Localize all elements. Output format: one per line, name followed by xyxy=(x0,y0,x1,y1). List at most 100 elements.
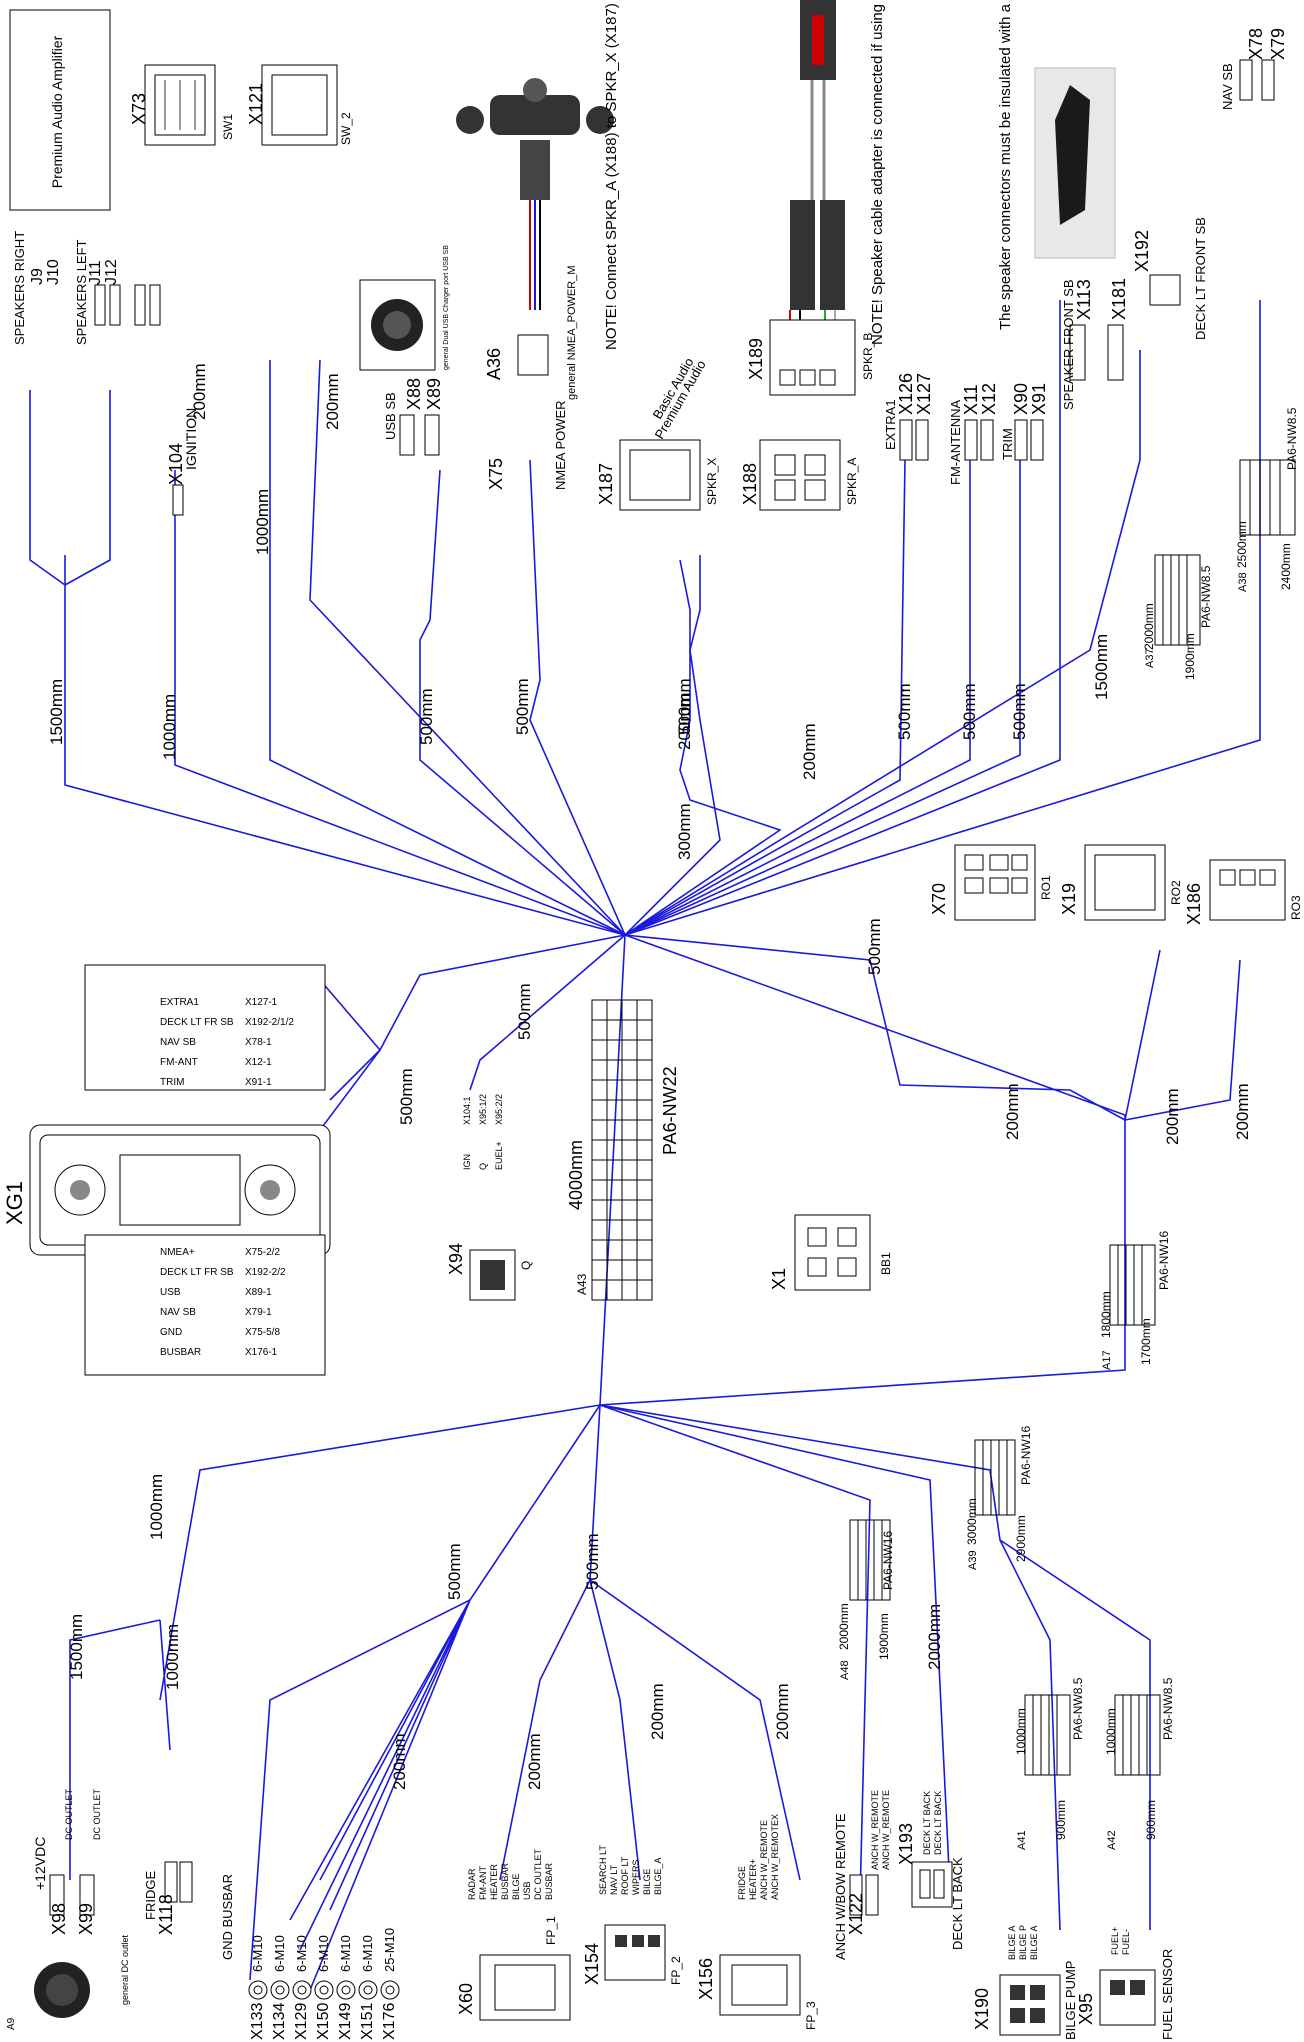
shrink-sleeve-photo xyxy=(1034,67,1116,259)
premium-audio-amplifier-box: Premium Audio Amplifier xyxy=(9,9,111,211)
trunk-a37-l2: 1900mm xyxy=(1183,633,1197,680)
connector-x190: X190 BILGE PUMP BILGE A BILGE P BILGE A xyxy=(972,1925,1078,2040)
trunk-a38-l2: 2400mm xyxy=(1279,543,1293,590)
connector-x127-id: X127 xyxy=(914,373,934,415)
xg1-lower-label: USB xyxy=(160,1287,181,1298)
x94-pin: EUEL+ xyxy=(494,1141,504,1170)
trunk-a42-l2: 900mm xyxy=(1144,1800,1158,1840)
connector-x193: X193 DECK LT BACK DECK LT BACK DECK LT B… xyxy=(896,1791,965,1950)
xg1-lower-label: X75-5/8 xyxy=(245,1327,280,1338)
length-label: 200mm xyxy=(323,373,342,430)
connector-x187: X187 SPKR_X xyxy=(596,439,719,511)
connector-x156-id: X156 xyxy=(696,1958,716,2000)
premium-audio-title: Premium Audio Amplifier xyxy=(49,35,65,188)
length-label: 200mm xyxy=(773,1683,792,1740)
connector-x192-name: DECK LT FRONT SB xyxy=(1193,217,1208,340)
length-label: 1500mm xyxy=(47,679,66,745)
length-label: 1000mm xyxy=(163,1624,182,1690)
connector-x75-name: NMEA POWER xyxy=(553,400,568,490)
trunk-a48-l2: 1900mm xyxy=(877,1613,891,1660)
connector-x91-id: X91 xyxy=(1029,383,1049,415)
connector-x118-id: X118 xyxy=(156,1894,176,1935)
length-label: 200mm xyxy=(1233,1083,1252,1140)
length-label: 500mm xyxy=(1010,683,1029,740)
connector-x187-name: SPKR_X xyxy=(705,458,719,505)
trunk-a41-l1: 1000mm xyxy=(1014,1708,1028,1755)
connector-a36-id: A36 xyxy=(484,348,504,380)
x193-pin: DECK LT BACK xyxy=(933,1791,943,1855)
x154-pin: BILGE xyxy=(642,1868,652,1895)
trunk-stack-a42: A42 1000mm 900mm PA6-NW8.5 xyxy=(1104,1677,1175,1850)
x95-pin: FUEL- xyxy=(1121,1929,1131,1955)
trunk-a41-id: A41 xyxy=(1016,1830,1028,1850)
connector-x121-id: X121 xyxy=(246,83,266,125)
length-label: 500mm xyxy=(960,683,979,740)
connector-x90-id: X90 xyxy=(1011,383,1031,415)
length-label: 1500mm xyxy=(1092,634,1111,700)
connector-x73-name: SW1 xyxy=(221,114,235,140)
trunk-a42-type: PA6-NW8.5 xyxy=(1161,1677,1175,1740)
connector-x60-name: FP_1 xyxy=(544,1916,558,1945)
x156-pin: ANCH W_REMOTEX xyxy=(770,1814,780,1900)
stud-x176-size: 25-M10 xyxy=(382,1928,397,1972)
x122-pin: ANCH W_REMOTE xyxy=(881,1790,891,1870)
connector-x154: X154 FP_2 SEARCH LT NAV LT ROOF LT WIPER… xyxy=(582,1845,683,1985)
connector-x104-id: X104 xyxy=(166,443,186,485)
length-label: 500mm xyxy=(865,918,884,975)
stud-x134-size: 6-M10 xyxy=(272,1935,287,1972)
connector-x188-name: SPKR_A xyxy=(845,458,859,505)
xg1-upper-label: EXTRA1 xyxy=(160,997,199,1008)
connector-x122: X122 ANCH W/BOW REMOTE ANCH W_REMOTE ANC… xyxy=(833,1790,891,1960)
busbar-label: GND BUSBAR xyxy=(220,1874,235,1960)
connector-x192-id: X192 xyxy=(1132,230,1152,272)
connector-x78-id: X78 xyxy=(1246,28,1266,60)
a9-name: general DC outlet xyxy=(120,1934,130,2005)
connector-x73-id: X73 xyxy=(129,93,149,125)
connector-x88-name: USB SB xyxy=(383,392,398,440)
main-cable-length: 4000mm xyxy=(566,1140,586,1210)
connector-x193-id: X193 xyxy=(896,1823,916,1865)
connector-x95: X95 FUEL SENSOR FUEL+ FUEL- xyxy=(1076,1927,1175,2040)
x60-pin: BUSBAR xyxy=(544,1862,554,1900)
connector-x70-id: X70 xyxy=(929,883,949,915)
stud-x149-id: X149 xyxy=(337,2003,354,2040)
stud-x150-size: 6-M10 xyxy=(316,1935,331,1972)
connector-x104-name: IGNITION xyxy=(183,408,199,470)
xg1-lower-label: NMEA+ xyxy=(160,1247,195,1258)
x94-pin: X95:1/2 xyxy=(478,1094,488,1125)
xg1-lower-label: X75-2/2 xyxy=(245,1247,280,1258)
length-label: 500mm xyxy=(583,1533,602,1590)
x94-pin: X95:2/2 xyxy=(494,1094,504,1125)
connector-x75-id: X75 xyxy=(486,458,506,490)
trunk-stack-a17: A17 1800mm 1700mm PA6-NW16 xyxy=(1099,1231,1171,1370)
connector-x1: X1 BB1 xyxy=(769,1214,893,1291)
note-shrink: The speaker connectors must be insulated… xyxy=(997,0,1014,330)
main-cable-type: PA6-NW22 xyxy=(660,1066,680,1155)
speakers-right: SPEAKERS RIGHT xyxy=(12,231,27,345)
trunk-a17-l1: 1800mm xyxy=(1099,1291,1113,1338)
dc-outlet-label: DC OUTLET xyxy=(64,1788,74,1840)
ring-terminals xyxy=(248,1980,400,2000)
connector-x19: X19 RO2 xyxy=(1059,844,1183,921)
xg1-upper-label: TRIM xyxy=(160,1077,184,1088)
x154-pin: BILGE_A xyxy=(653,1857,663,1895)
connector-x94-name: Q xyxy=(519,1261,533,1270)
trunk-stack-a41: A41 1000mm 900mm PA6-NW8.5 xyxy=(1014,1677,1085,1850)
stud-x151-id: X151 xyxy=(359,2003,376,2040)
trunk-a39-type: PA6-NW16 xyxy=(1019,1426,1033,1485)
speaker-j10: J10 xyxy=(45,259,62,285)
xg1-lower-label: X89-1 xyxy=(245,1287,272,1298)
x94-pin: Q xyxy=(478,1163,488,1170)
stud-x129-id: X129 xyxy=(293,2003,310,2040)
length-label: 500mm xyxy=(515,983,534,1040)
xg1-upper-label: FM-ANT xyxy=(160,1057,198,1068)
connector-x98-id: X98 xyxy=(49,1903,69,1935)
stud-x133-size: 6-M10 xyxy=(250,1935,265,1972)
connector-x60: X60 FP_1 RADAR FM-ANT HEATER BUSBAR BILG… xyxy=(456,1848,571,2021)
connector-x90-name: TRIM xyxy=(1000,428,1015,460)
trunk-a38-id: A38 xyxy=(1237,572,1249,592)
connector-x189-name: SPKR_B xyxy=(861,333,875,380)
length-label: 500mm xyxy=(895,683,914,740)
top-connector-labels: X104 IGNITION X88 USB SB X89 X75 NMEA PO… xyxy=(12,28,1288,490)
trunk-a38-l1: 2500mm xyxy=(1235,521,1249,568)
